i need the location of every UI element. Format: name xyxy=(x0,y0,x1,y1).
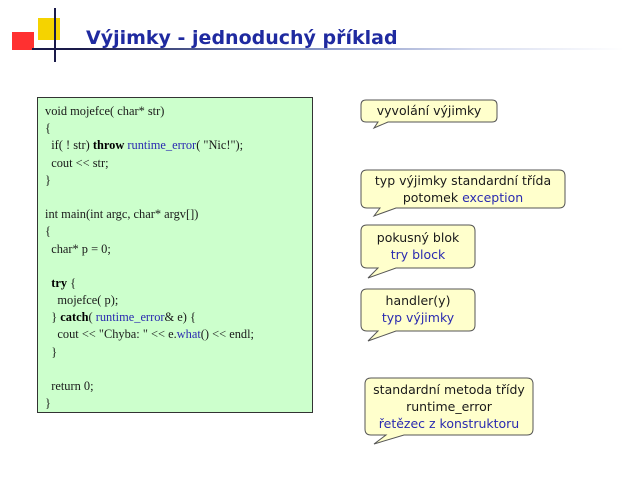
callout-highlight: exception xyxy=(462,190,524,205)
code-text: { xyxy=(45,121,51,136)
code-line: char* p = 0; xyxy=(45,241,312,258)
callout-standard-method: standardní metoda třídy runtime_error ře… xyxy=(364,377,534,445)
slide-title: Výjimky - jednoduchý příklad xyxy=(86,27,398,49)
callout-method-line3: řetězec z konstruktoru xyxy=(378,416,520,431)
code-line: } xyxy=(45,344,312,361)
code-line: } catch( runtime_error& e) { xyxy=(45,309,312,326)
callout-handler: handler(y) typ výjimky xyxy=(360,288,476,342)
code-line xyxy=(45,189,312,206)
code-line: if( ! str) throw runtime_error( "Nic!"); xyxy=(45,137,312,154)
code-line: } xyxy=(45,172,312,189)
callout-bubble-shape xyxy=(360,224,476,279)
callout-throw-label: vyvolání výjimky xyxy=(376,103,482,118)
callout-text: potomek xyxy=(402,190,463,205)
code-block: void mojefce( char* str) { if( ! str) th… xyxy=(37,97,313,413)
code-text: } xyxy=(45,396,51,411)
code-text: } xyxy=(45,310,61,325)
code-keyword: try xyxy=(51,275,68,290)
title-underline xyxy=(32,48,624,50)
code-line: try { xyxy=(45,275,312,292)
code-line: } xyxy=(45,395,312,412)
code-text: { xyxy=(67,275,77,290)
code-identifier: runtime_error xyxy=(95,310,165,325)
code-line xyxy=(45,258,312,275)
code-text: void mojefce( char* str) xyxy=(45,104,165,118)
code-text: cout << str; xyxy=(45,155,109,170)
callout-standard-type: typ výjimky standardní třída potomek exc… xyxy=(360,169,566,218)
code-text: ( xyxy=(88,310,96,325)
code-line: return 0; xyxy=(45,378,312,395)
code-text: cout << "Chyba: " << e. xyxy=(45,327,177,342)
code-identifier: runtime_error xyxy=(127,138,197,153)
callout-try-line2: try block xyxy=(390,247,446,262)
code-line xyxy=(45,361,312,378)
code-line: void mojefce( char* str) xyxy=(45,103,312,120)
code-keyword: throw xyxy=(92,138,125,153)
callout-handler-line2: typ výjimky xyxy=(381,310,455,325)
code-text: if( ! str) xyxy=(45,138,93,153)
code-identifier: what xyxy=(176,327,201,342)
callout-bubble-shape xyxy=(360,99,498,130)
code-text: char* p = 0; xyxy=(45,241,111,256)
code-keyword: catch xyxy=(60,310,89,325)
callout-standard-type-line1: typ výjimky standardní třída xyxy=(374,173,552,188)
code-line: int main(int argc, char* argv[]) xyxy=(45,206,312,223)
callout-standard-type-line2: potomek exception xyxy=(360,189,566,206)
callout-bubble-shape xyxy=(364,377,534,445)
code-text: int main(int argc, char* argv[]) xyxy=(45,207,199,222)
title-decoration-yellow-square xyxy=(38,18,60,40)
callout-method-line1: standardní metoda třídy xyxy=(373,382,525,397)
code-line: cout << str; xyxy=(45,155,312,172)
code-line: mojefce( p); xyxy=(45,292,312,309)
code-text: { xyxy=(45,224,51,239)
callout-throw: vyvolání výjimky xyxy=(360,99,498,130)
code-text: & e) { xyxy=(164,310,196,325)
code-line: { xyxy=(45,120,312,137)
callout-bubble-shape xyxy=(360,288,476,342)
title-decoration-red-square xyxy=(12,32,34,50)
callout-try-block: pokusný blok try block xyxy=(360,224,476,279)
code-text: } xyxy=(45,344,58,359)
code-text: } xyxy=(45,172,51,187)
callout-bubble-shape xyxy=(360,169,566,218)
title-decoration-vertical-line xyxy=(54,8,56,62)
callout-try-line1: pokusný blok xyxy=(376,230,460,245)
code-text: ( "Nic!"); xyxy=(196,138,244,153)
code-text: return 0; xyxy=(45,379,94,393)
code-line: cout << "Chyba: " << e.what() << endl; xyxy=(45,326,312,343)
callout-handler-line1: handler(y) xyxy=(385,293,451,308)
code-text: () << endl; xyxy=(200,327,254,342)
callout-method-line2: runtime_error xyxy=(406,399,492,414)
code-text: mojefce( p); xyxy=(45,293,119,308)
code-line: { xyxy=(45,223,312,240)
